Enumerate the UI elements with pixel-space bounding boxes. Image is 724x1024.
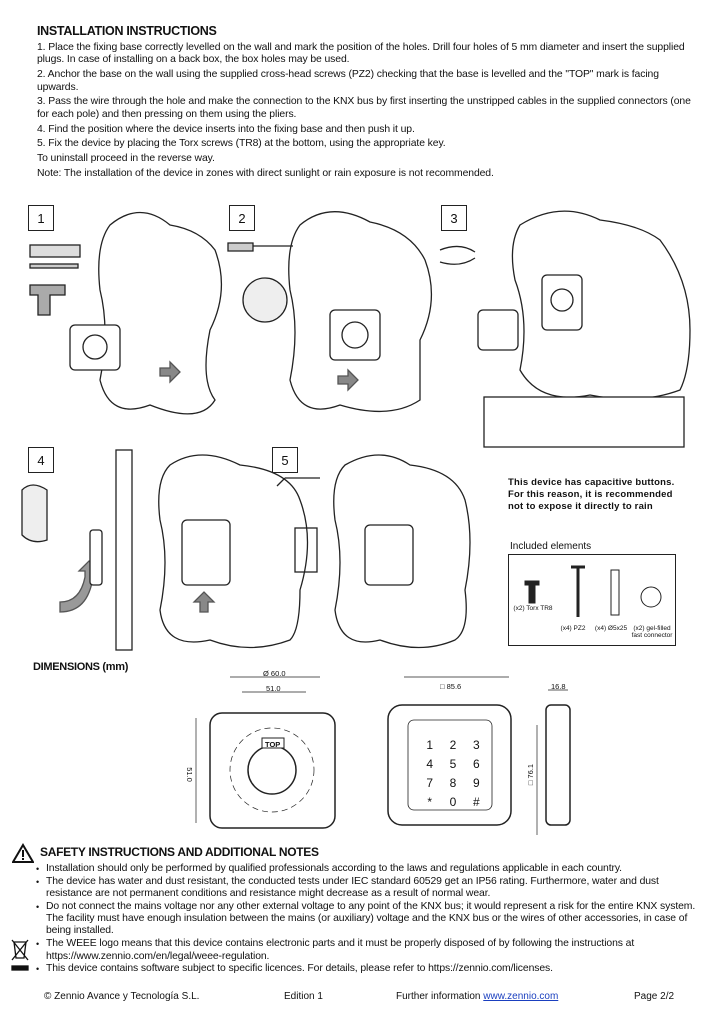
connector-icon bbox=[640, 586, 662, 608]
key: 7 bbox=[426, 776, 433, 790]
wall-illustration bbox=[158, 454, 309, 649]
key: 1 bbox=[426, 738, 433, 752]
arrow-icon bbox=[192, 591, 216, 613]
installation-title: INSTALLATION INSTRUCTIONS bbox=[37, 24, 217, 38]
weee-bin-icon bbox=[11, 939, 29, 971]
step-number-5: 5 bbox=[272, 447, 298, 473]
included-item: (x2) Torx TR8 bbox=[513, 605, 553, 612]
included-elements-box: (x2) Torx TR8 (x4) PZ2 (x4) Ø5x25 (x2) g… bbox=[508, 554, 676, 646]
safety-title: SAFETY INSTRUCTIONS AND ADDITIONAL NOTES bbox=[40, 845, 319, 859]
safety-item: Installation should only be performed by… bbox=[36, 863, 696, 876]
connector-steps-box bbox=[483, 396, 685, 448]
included-elements-title: Included elements bbox=[510, 541, 592, 552]
key: 5 bbox=[449, 757, 457, 771]
key: 3 bbox=[472, 738, 480, 752]
step-number-3: 3 bbox=[441, 205, 467, 231]
safety-item: Do not connect the mains voltage nor any… bbox=[36, 901, 696, 938]
safety-item: The WEEE logo means that this device con… bbox=[36, 938, 696, 963]
base-drawing bbox=[209, 712, 336, 829]
key: 0 bbox=[449, 795, 457, 809]
screw-detail bbox=[294, 527, 318, 573]
footer-edition: Edition 1 bbox=[284, 991, 323, 1002]
device bbox=[477, 309, 519, 351]
instruction-step: 5. Fix the device by placing the Torx sc… bbox=[37, 138, 446, 150]
torx-screw-icon bbox=[528, 582, 536, 604]
footer-info-label: Further information bbox=[396, 991, 481, 1002]
wall-section bbox=[115, 449, 133, 651]
dimension-base-width: 51.0 bbox=[266, 684, 281, 693]
keypad: 1 2 3 4 5 6 7 8 9 * 0 # bbox=[418, 738, 488, 809]
step-number-2: 2 bbox=[229, 205, 255, 231]
pliers-icon bbox=[439, 245, 476, 265]
included-item: (x4) PZ2 bbox=[560, 625, 586, 632]
footer-copyright: © Zennio Avance y Tecnología S.L. bbox=[44, 991, 200, 1002]
key: * bbox=[427, 795, 432, 809]
dimension-base-height: 51.0 bbox=[184, 767, 194, 782]
fixing-base bbox=[69, 324, 121, 371]
installation-illustrations bbox=[21, 210, 691, 651]
fixing-base bbox=[541, 274, 583, 331]
instruction-step: 2. Anchor the base on the wall using the… bbox=[37, 69, 659, 93]
top-mark: TOP bbox=[265, 740, 281, 749]
wall-plug-icon bbox=[610, 569, 620, 616]
instruction-step: 4. Find the position where the device in… bbox=[37, 123, 415, 135]
wall-illustration bbox=[98, 212, 223, 415]
pz2-screw-icon bbox=[571, 565, 585, 617]
footer-info: Further information www.zennio.com bbox=[396, 991, 558, 1002]
safety-list: Installation should only be performed by… bbox=[36, 863, 696, 976]
safety-item: The device has water and dust resistant,… bbox=[36, 876, 696, 901]
instruction-step: 1. Place the fixing base correctly level… bbox=[37, 42, 685, 66]
device bbox=[181, 519, 231, 586]
included-item: (x4) Ø5x25 bbox=[594, 625, 628, 632]
device-side-drawing bbox=[545, 704, 571, 826]
key: 8 bbox=[449, 776, 457, 790]
drill-icon bbox=[29, 284, 66, 316]
included-item: (x2) gel-filled fast connector bbox=[631, 625, 673, 639]
screwdriver-icon bbox=[227, 242, 293, 252]
dimension-device-height: □ 76.1 bbox=[526, 763, 536, 786]
key: 9 bbox=[472, 776, 480, 790]
arrow-icon bbox=[159, 360, 181, 384]
wall-illustration bbox=[511, 210, 691, 400]
level-tool-icon bbox=[29, 244, 81, 258]
dimension-device-width: □ 85.6 bbox=[440, 682, 462, 691]
step-number-4: 4 bbox=[28, 447, 54, 473]
fixing-base bbox=[329, 309, 381, 361]
warning-triangle-icon bbox=[12, 843, 34, 863]
capacitive-warning: This device has capacitive buttons. For … bbox=[508, 477, 675, 512]
footer-website-link[interactable]: www.zennio.com bbox=[483, 991, 559, 1002]
instruction-step: 3. Pass the wire through the hole and ma… bbox=[37, 96, 691, 120]
dimension-drawings bbox=[195, 676, 571, 835]
torx-key-icon bbox=[276, 477, 320, 487]
step-number-1: 1 bbox=[28, 205, 54, 231]
device bbox=[364, 524, 414, 586]
dimension-device-depth: 16.8 bbox=[551, 682, 566, 691]
clip-detail bbox=[21, 484, 48, 543]
safety-item: This device contains software subject to… bbox=[36, 963, 696, 976]
instruction-note: To uninstall proceed in the reverse way. bbox=[37, 153, 215, 165]
key: # bbox=[472, 795, 480, 809]
dimension-diameter: Ø 60.0 bbox=[263, 669, 286, 678]
pencil-icon bbox=[29, 263, 79, 269]
key: 4 bbox=[426, 757, 433, 771]
side-view-device bbox=[89, 529, 103, 586]
footer-page-number: Page 2/2 bbox=[634, 991, 675, 1002]
key: 2 bbox=[449, 738, 457, 752]
screw-head-detail bbox=[242, 277, 288, 323]
device-front-drawing bbox=[387, 704, 512, 826]
instruction-note: Note: The installation of the device in … bbox=[37, 168, 494, 179]
arrow-icon bbox=[337, 368, 359, 392]
dimensions-title: DIMENSIONS (mm) bbox=[33, 661, 129, 673]
installation-steps: 1. Place the fixing base correctly level… bbox=[37, 42, 697, 183]
key: 6 bbox=[472, 757, 480, 771]
